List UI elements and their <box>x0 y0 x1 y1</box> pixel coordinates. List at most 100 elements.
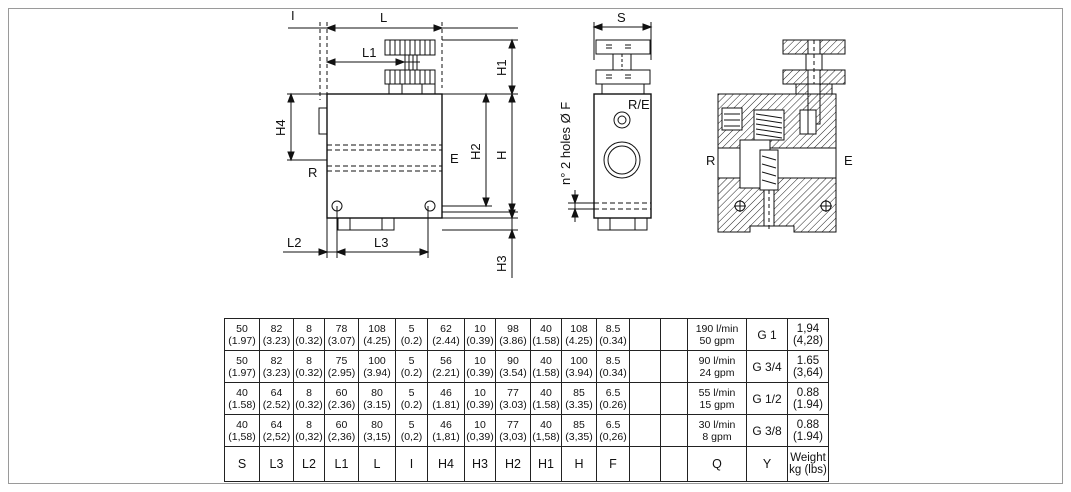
cell-h2: 77(3,03) <box>495 414 531 447</box>
cell-l: 108(4.25) <box>358 318 396 351</box>
cell-f: 6.5(0,26) <box>596 414 630 447</box>
value-imperial: (2.36) <box>327 398 356 411</box>
header-q: Q <box>687 446 747 482</box>
dim-l3-label: L3 <box>374 235 388 250</box>
value-imperial: (1.97) <box>228 366 256 379</box>
table-row: 40(1,58)64(2,52)8(0,32)60(2,36)80(3,15)5… <box>224 414 829 447</box>
cell-weight: 0.88(1.94) <box>787 414 829 447</box>
value-metric: 40 <box>540 322 552 335</box>
value-metric: 56 <box>440 354 452 367</box>
value-metric: 100 <box>368 354 386 367</box>
cell-l2: 8(0.32) <box>293 382 325 415</box>
header-weight-label: Weight <box>790 452 826 464</box>
value-imperial: (0.34) <box>599 366 627 379</box>
cell-l3: 82(3.23) <box>259 350 294 383</box>
value-imperial: (2,36) <box>327 430 356 443</box>
header-h3: H3 <box>464 446 496 482</box>
value-imperial: (4,28) <box>792 334 824 347</box>
value-metric: 98 <box>507 322 519 335</box>
value-imperial: (3.15) <box>363 398 391 411</box>
value-metric: 64 <box>270 418 283 431</box>
cell-weight: 1.65(3,64) <box>787 350 829 383</box>
value-imperial: (3,64) <box>792 366 824 379</box>
dim-h2-label: H2 <box>468 143 483 160</box>
holes-note-label: n° 2 holes Ø F <box>558 102 573 185</box>
value-metric: 5 <box>408 386 415 399</box>
cell-h3: 10(0.39) <box>464 382 496 415</box>
value-imperial: (0.32) <box>295 334 323 347</box>
value-imperial: (3,15) <box>363 430 391 443</box>
cell-h: 108(4.25) <box>561 318 597 351</box>
cell-l1: 60(2.36) <box>324 382 359 415</box>
value-metric: 75 <box>335 354 348 367</box>
value-imperial: (2.21) <box>432 366 460 379</box>
value-metric: 46 <box>440 418 452 431</box>
header-h4: H4 <box>427 446 465 482</box>
value-imperial: (0.39) <box>466 366 494 379</box>
cell-blank <box>660 414 688 447</box>
spec-table: 50(1.97)82(3.23)8(0.32)78(3.07)108(4.25)… <box>224 318 829 482</box>
value-imperial: (3.07) <box>327 334 356 347</box>
value-imperial: (3.23) <box>262 366 291 379</box>
value-imperial: (1,58) <box>532 430 560 443</box>
cell-h4: 56(2.21) <box>427 350 465 383</box>
value-metric: 10 <box>474 354 486 367</box>
header-l3: L3 <box>259 446 294 482</box>
cell-s: 50(1.97) <box>224 350 260 383</box>
value-imperial: (1.58) <box>532 366 560 379</box>
cell-i: 5(0.2) <box>395 318 428 351</box>
cell-s: 40(1.58) <box>224 382 260 415</box>
dim-l1-label: L1 <box>362 45 376 60</box>
side-view <box>568 22 653 231</box>
value-metric: 1,94 <box>796 322 820 335</box>
header-blank <box>660 446 688 482</box>
port-r-label: R <box>308 165 317 180</box>
value-imperial: (0.26) <box>599 398 627 411</box>
table-row: 50(1.97)82(3.23)8(0.32)75(2.95)100(3.94)… <box>224 350 829 383</box>
section-view-labels: R E <box>706 153 853 168</box>
value-imperial: (0,39) <box>466 430 494 443</box>
value-imperial: (1.58) <box>228 398 256 411</box>
cell-s: 50(1.97) <box>224 318 260 351</box>
cell-h2: 77(3.03) <box>495 382 531 415</box>
cell-s: 40(1,58) <box>224 414 260 447</box>
cell-h1: 40(1.58) <box>530 382 562 415</box>
value-metric: 50 <box>236 322 248 335</box>
dim-h-label: H <box>494 151 509 160</box>
header-s: S <box>224 446 260 482</box>
cell-h3: 10(0,39) <box>464 414 496 447</box>
header-l: L <box>358 446 396 482</box>
cell-l2: 8(0,32) <box>293 414 325 447</box>
section-view <box>717 39 846 233</box>
value-imperial: (2,52) <box>262 430 291 443</box>
value-metric: 78 <box>335 322 348 335</box>
value-metric: 60 <box>335 386 348 399</box>
dim-l2-label: L2 <box>287 235 301 250</box>
value-imperial: (0,26) <box>599 430 627 443</box>
cell-l1: 60(2,36) <box>324 414 359 447</box>
side-view-labels: S R/E n° 2 holes Ø F <box>558 10 650 185</box>
value-metric: 5 <box>408 354 415 367</box>
value-imperial: 24 gpm <box>699 366 735 379</box>
cell-blank <box>629 318 661 351</box>
value-metric: 100 <box>570 354 588 367</box>
value-metric: 77 <box>507 386 519 399</box>
value-imperial: (3.03) <box>499 398 527 411</box>
value-imperial: (3.35) <box>565 398 593 411</box>
cell-blank <box>660 350 688 383</box>
header-weight-unit: kg (lbs) <box>789 464 827 476</box>
value-imperial: (3.94) <box>363 366 391 379</box>
value-imperial: (0.2) <box>400 334 423 347</box>
value-metric: 190 l/min <box>695 322 739 335</box>
cell-l2: 8(0.32) <box>293 350 325 383</box>
value-imperial: (4.25) <box>363 334 391 347</box>
value-metric: 64 <box>270 386 283 399</box>
page-frame <box>8 8 1063 484</box>
dim-h4-label: H4 <box>273 119 288 136</box>
cell-h2: 98(3.86) <box>495 318 531 351</box>
cell-blank <box>629 382 661 415</box>
value-imperial: (0.2) <box>400 398 423 411</box>
